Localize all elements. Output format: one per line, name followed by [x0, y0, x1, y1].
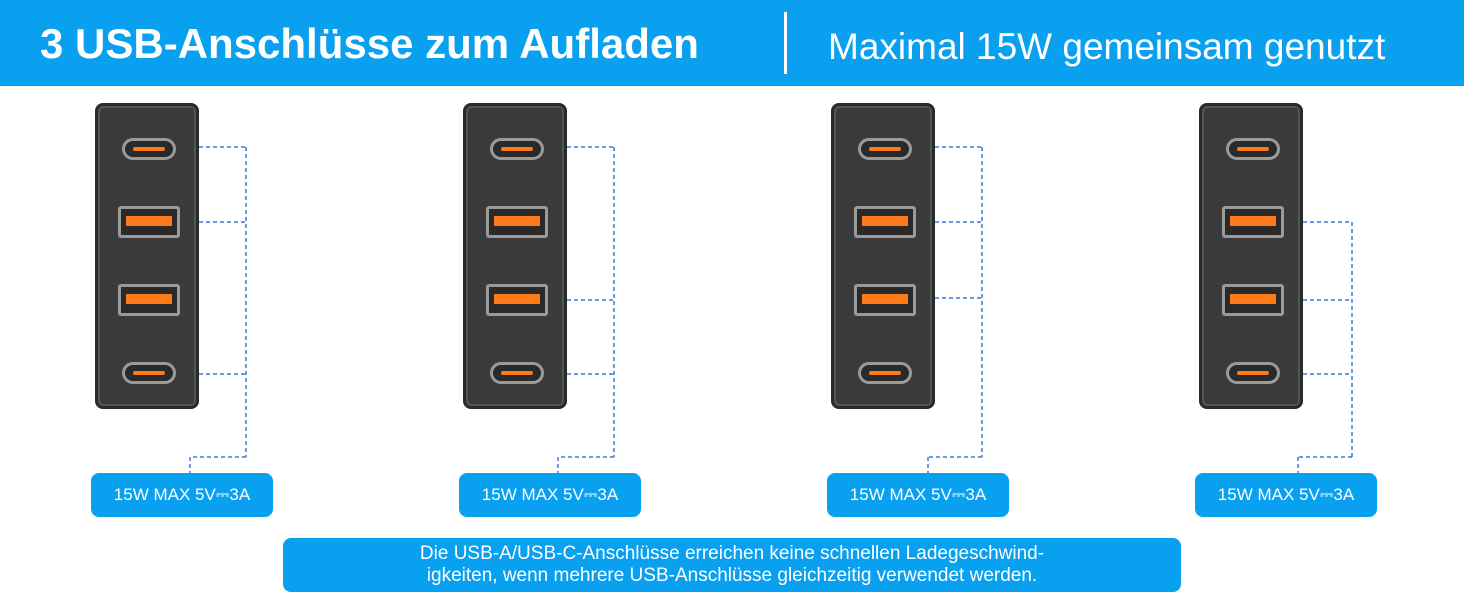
usb-c-port-icon [1226, 362, 1280, 384]
charger-illustration [95, 103, 199, 409]
connector-lines [1297, 221, 1353, 473]
page-title: 3 USB-Anschlüsse zum Aufladen [40, 20, 699, 67]
usb-a-port-icon [118, 284, 180, 316]
connector-lines [557, 146, 615, 473]
charger-illustration [463, 103, 567, 409]
usb-a-port-icon [1222, 206, 1284, 238]
usb-c-port-icon [490, 138, 544, 160]
connector-lines [189, 146, 247, 473]
info-note-line-2: igkeiten, wenn mehrere USB-Anschlüsse gl… [426, 565, 1038, 586]
charger-illustration [831, 103, 935, 409]
info-note-line-1: Die USB-A/USB-C-Anschlüsse erreichen kei… [419, 543, 1045, 564]
charger-illustration [1199, 103, 1303, 409]
charger-panel-4: 15W MAX 5V⎓3A [1195, 103, 1464, 523]
usb-a-port-icon [486, 284, 548, 316]
power-badge: 15W MAX 5V⎓3A [91, 473, 273, 517]
power-badge: 15W MAX 5V⎓3A [827, 473, 1009, 517]
power-badge: 15W MAX 5V⎓3A [1195, 473, 1377, 517]
charger-panel-2: 15W MAX 5V⎓3A [459, 103, 793, 523]
usb-c-port-icon [858, 362, 912, 384]
usb-c-port-icon [490, 362, 544, 384]
usb-c-port-icon [122, 138, 176, 160]
usb-c-port-icon [858, 138, 912, 160]
info-note: Die USB-A/USB-C-Anschlüsse erreichen kei… [283, 538, 1181, 592]
usb-a-port-icon [854, 206, 916, 238]
usb-a-port-icon [1222, 284, 1284, 316]
power-badge: 15W MAX 5V⎓3A [459, 473, 641, 517]
charger-panel-1: 15W MAX 5V⎓3A [91, 103, 425, 523]
usb-a-port-icon [854, 284, 916, 316]
header-banner: 3 USB-Anschlüsse zum Aufladen Maximal 15… [0, 0, 1464, 86]
usb-c-port-icon [122, 362, 176, 384]
page-subtitle: Maximal 15W gemeinsam genutzt [828, 26, 1386, 67]
usb-c-port-icon [1226, 138, 1280, 160]
usb-a-port-icon [486, 206, 548, 238]
usb-a-port-icon [118, 206, 180, 238]
header-divider [784, 12, 787, 74]
charger-panel-3: 15W MAX 5V⎓3A [827, 103, 1161, 523]
connector-lines [927, 146, 983, 473]
